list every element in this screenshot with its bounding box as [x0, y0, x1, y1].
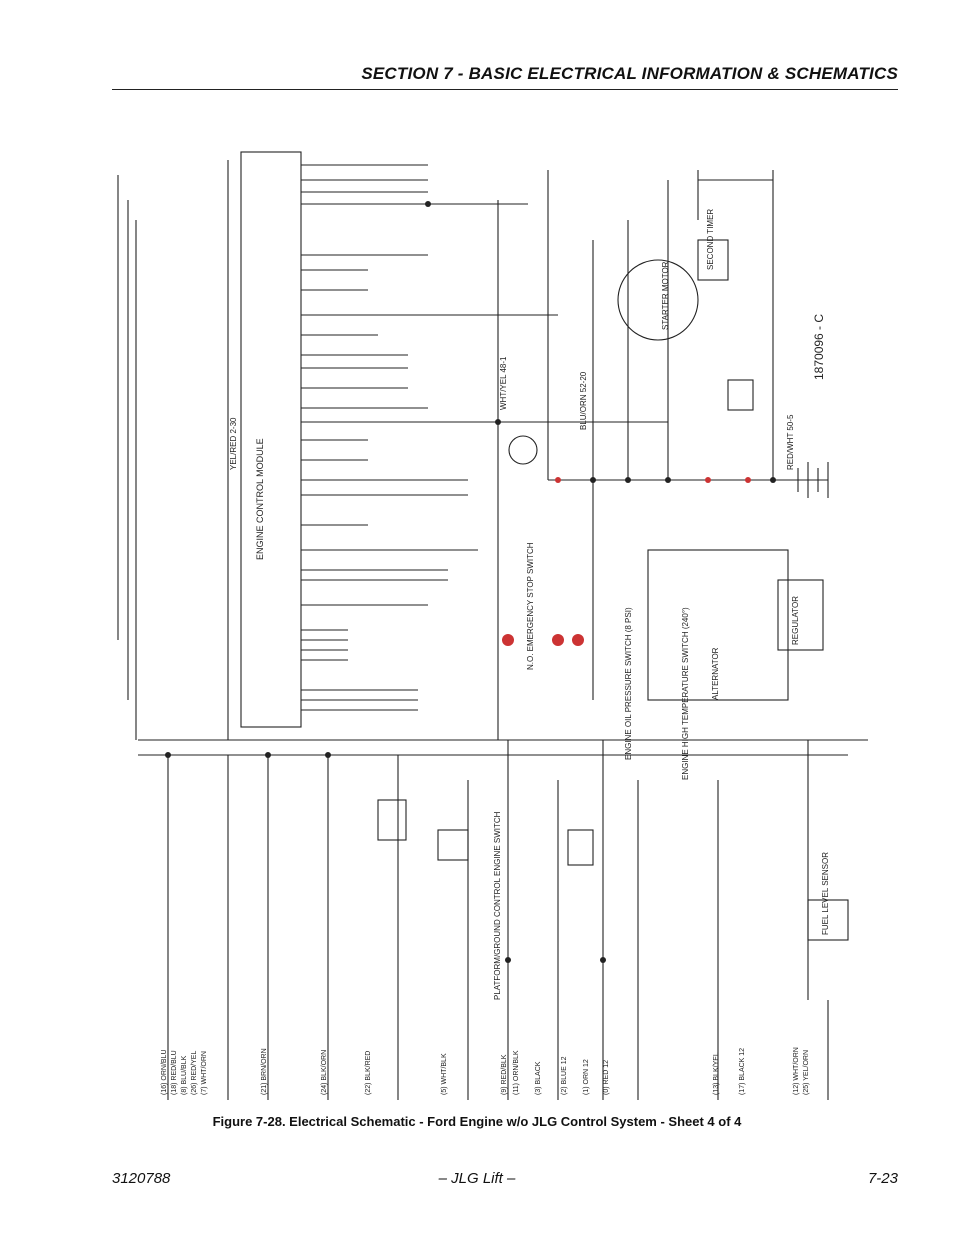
- wire-yel-red: YEL/RED 2-30: [229, 417, 238, 470]
- doc-number: 3120788: [112, 1170, 171, 1187]
- drawing-number: 1870096 - C: [812, 314, 826, 380]
- label-high-temp-switch: ENGINE HIGH TEMPERATURE SWITCH (240°): [681, 607, 690, 780]
- bottom-terminal: (2) BLUE 12: [561, 1056, 568, 1095]
- label-regulator: REGULATOR: [791, 596, 800, 645]
- bottom-terminal: (0) RED 12: [603, 1060, 610, 1095]
- bottom-terminal: (8) BLU/BLK: [181, 1055, 188, 1095]
- label-oil-pressure-switch: ENGINE OIL PRESSURE SWITCH (8 PSI): [624, 607, 633, 760]
- wire-blu-orn: BLU/ORN 52-20: [579, 371, 588, 430]
- label-starter-motor: STARTER MOTOR: [661, 261, 670, 330]
- bottom-terminal: (16) ORN/BLU: [161, 1049, 168, 1095]
- regulator-block: [777, 579, 824, 651]
- label-second-timer: SECOND TIMER: [706, 209, 715, 270]
- bottom-terminal: (3) BLACK: [535, 1061, 542, 1095]
- bottom-terminal: (24) BLK/ORN: [321, 1050, 328, 1095]
- bottom-terminal: (11) ORN/BLK: [513, 1050, 520, 1095]
- fuel-level-sensor-block: [807, 899, 849, 941]
- engine-control-module-frame: [240, 151, 302, 728]
- second-timer-block: [697, 239, 729, 281]
- bottom-terminal: (1) ORN 12: [583, 1059, 590, 1095]
- bottom-terminal: (17) BLACK 12: [739, 1048, 746, 1095]
- label-emergency-stop: N.O. EMERGENCY STOP SWITCH: [526, 542, 535, 670]
- bottom-terminal: (5) WHT/BLK: [441, 1053, 448, 1095]
- figure-caption: Figure 7-28. Electrical Schematic - Ford…: [212, 1114, 742, 1129]
- footer-publisher: – JLG Lift –: [438, 1170, 516, 1187]
- bottom-terminal: (18) RED/BLU: [171, 1050, 178, 1095]
- aux-pump-motor-symbol: [508, 435, 538, 465]
- label-alternator: ALTERNATOR: [711, 647, 720, 700]
- bottom-terminal: (13) BLK/YEL: [713, 1052, 720, 1095]
- starter-motor-symbol: [617, 259, 699, 341]
- electrical-schematic: ENGINE CONTROL MODULE RED/WHT 50-5 YEL/R…: [117, 151, 868, 1100]
- module-label: ENGINE CONTROL MODULE: [255, 438, 265, 560]
- starter-relay-block: [727, 379, 754, 411]
- bottom-terminal: (26) RED/YEL: [191, 1051, 198, 1095]
- header-divider: [112, 89, 898, 90]
- bottom-terminal: (25) YEL/ORN: [803, 1050, 810, 1095]
- bottom-terminal: (9) RED/BLK: [501, 1054, 508, 1095]
- label-platform-ground-switch: PLATFORM/GROUND CONTROL ENGINE SWITCH: [493, 811, 502, 1000]
- bottom-terminal: (21) BRN/ORN: [261, 1048, 268, 1095]
- section-title: SECTION 7 - BASIC ELECTRICAL INFORMATION…: [361, 64, 898, 83]
- wire-wht-yel: WHT/YEL 48-1: [499, 356, 508, 410]
- wire-red-wht: RED/WHT 50-5: [786, 414, 795, 470]
- label-fuel-level-sensor: FUEL LEVEL SENSOR: [821, 852, 830, 935]
- bottom-terminal: (7) WHT/ORN: [201, 1051, 208, 1095]
- page-number: 7-23: [867, 1170, 898, 1187]
- bottom-terminal: (12) WHT/ORN: [793, 1047, 800, 1095]
- alternator-block: [647, 549, 789, 701]
- bottom-terminal: (22) BLK/RED: [365, 1051, 372, 1095]
